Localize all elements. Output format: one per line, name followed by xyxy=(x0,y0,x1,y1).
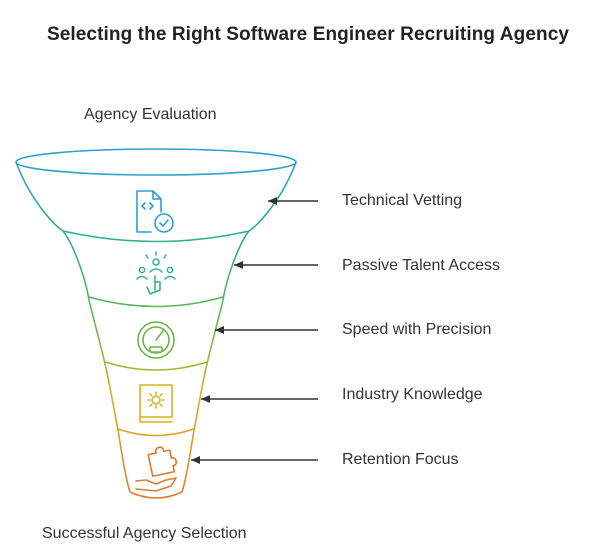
funnel-left-edge xyxy=(15,161,131,493)
people-hand-icon xyxy=(136,251,176,295)
stage-label-retention-focus: Retention Focus xyxy=(342,451,459,468)
funnel-band-4 xyxy=(117,428,195,437)
stage-label-industry-knowledge: Industry Knowledge xyxy=(342,386,483,403)
diagram-title: Selecting the Right Software Engineer Re… xyxy=(46,24,570,45)
code-document-check-icon xyxy=(136,190,174,233)
funnel-band-3 xyxy=(104,361,208,371)
gear-book-icon xyxy=(139,384,173,423)
stage-label-passive-talent-access: Passive Talent Access xyxy=(342,257,501,274)
funnel-bottom xyxy=(129,491,183,499)
funnel-top-label: Agency Evaluation xyxy=(84,106,217,123)
puzzle-hand-icon xyxy=(135,446,178,492)
funnel-band-2 xyxy=(88,296,224,308)
speedometer-icon xyxy=(137,321,175,359)
funnel-rim xyxy=(15,148,297,176)
funnel-band-1 xyxy=(62,230,250,243)
funnel-body xyxy=(15,148,297,499)
stage-label-speed-with-precision: Speed with Precision xyxy=(342,321,492,338)
stage-label-technical-vetting: Technical Vetting xyxy=(342,192,463,209)
funnel-right-edge xyxy=(181,161,297,493)
funnel-bottom-label: Successful Agency Selection xyxy=(42,525,247,542)
stage-arrows xyxy=(191,197,318,464)
